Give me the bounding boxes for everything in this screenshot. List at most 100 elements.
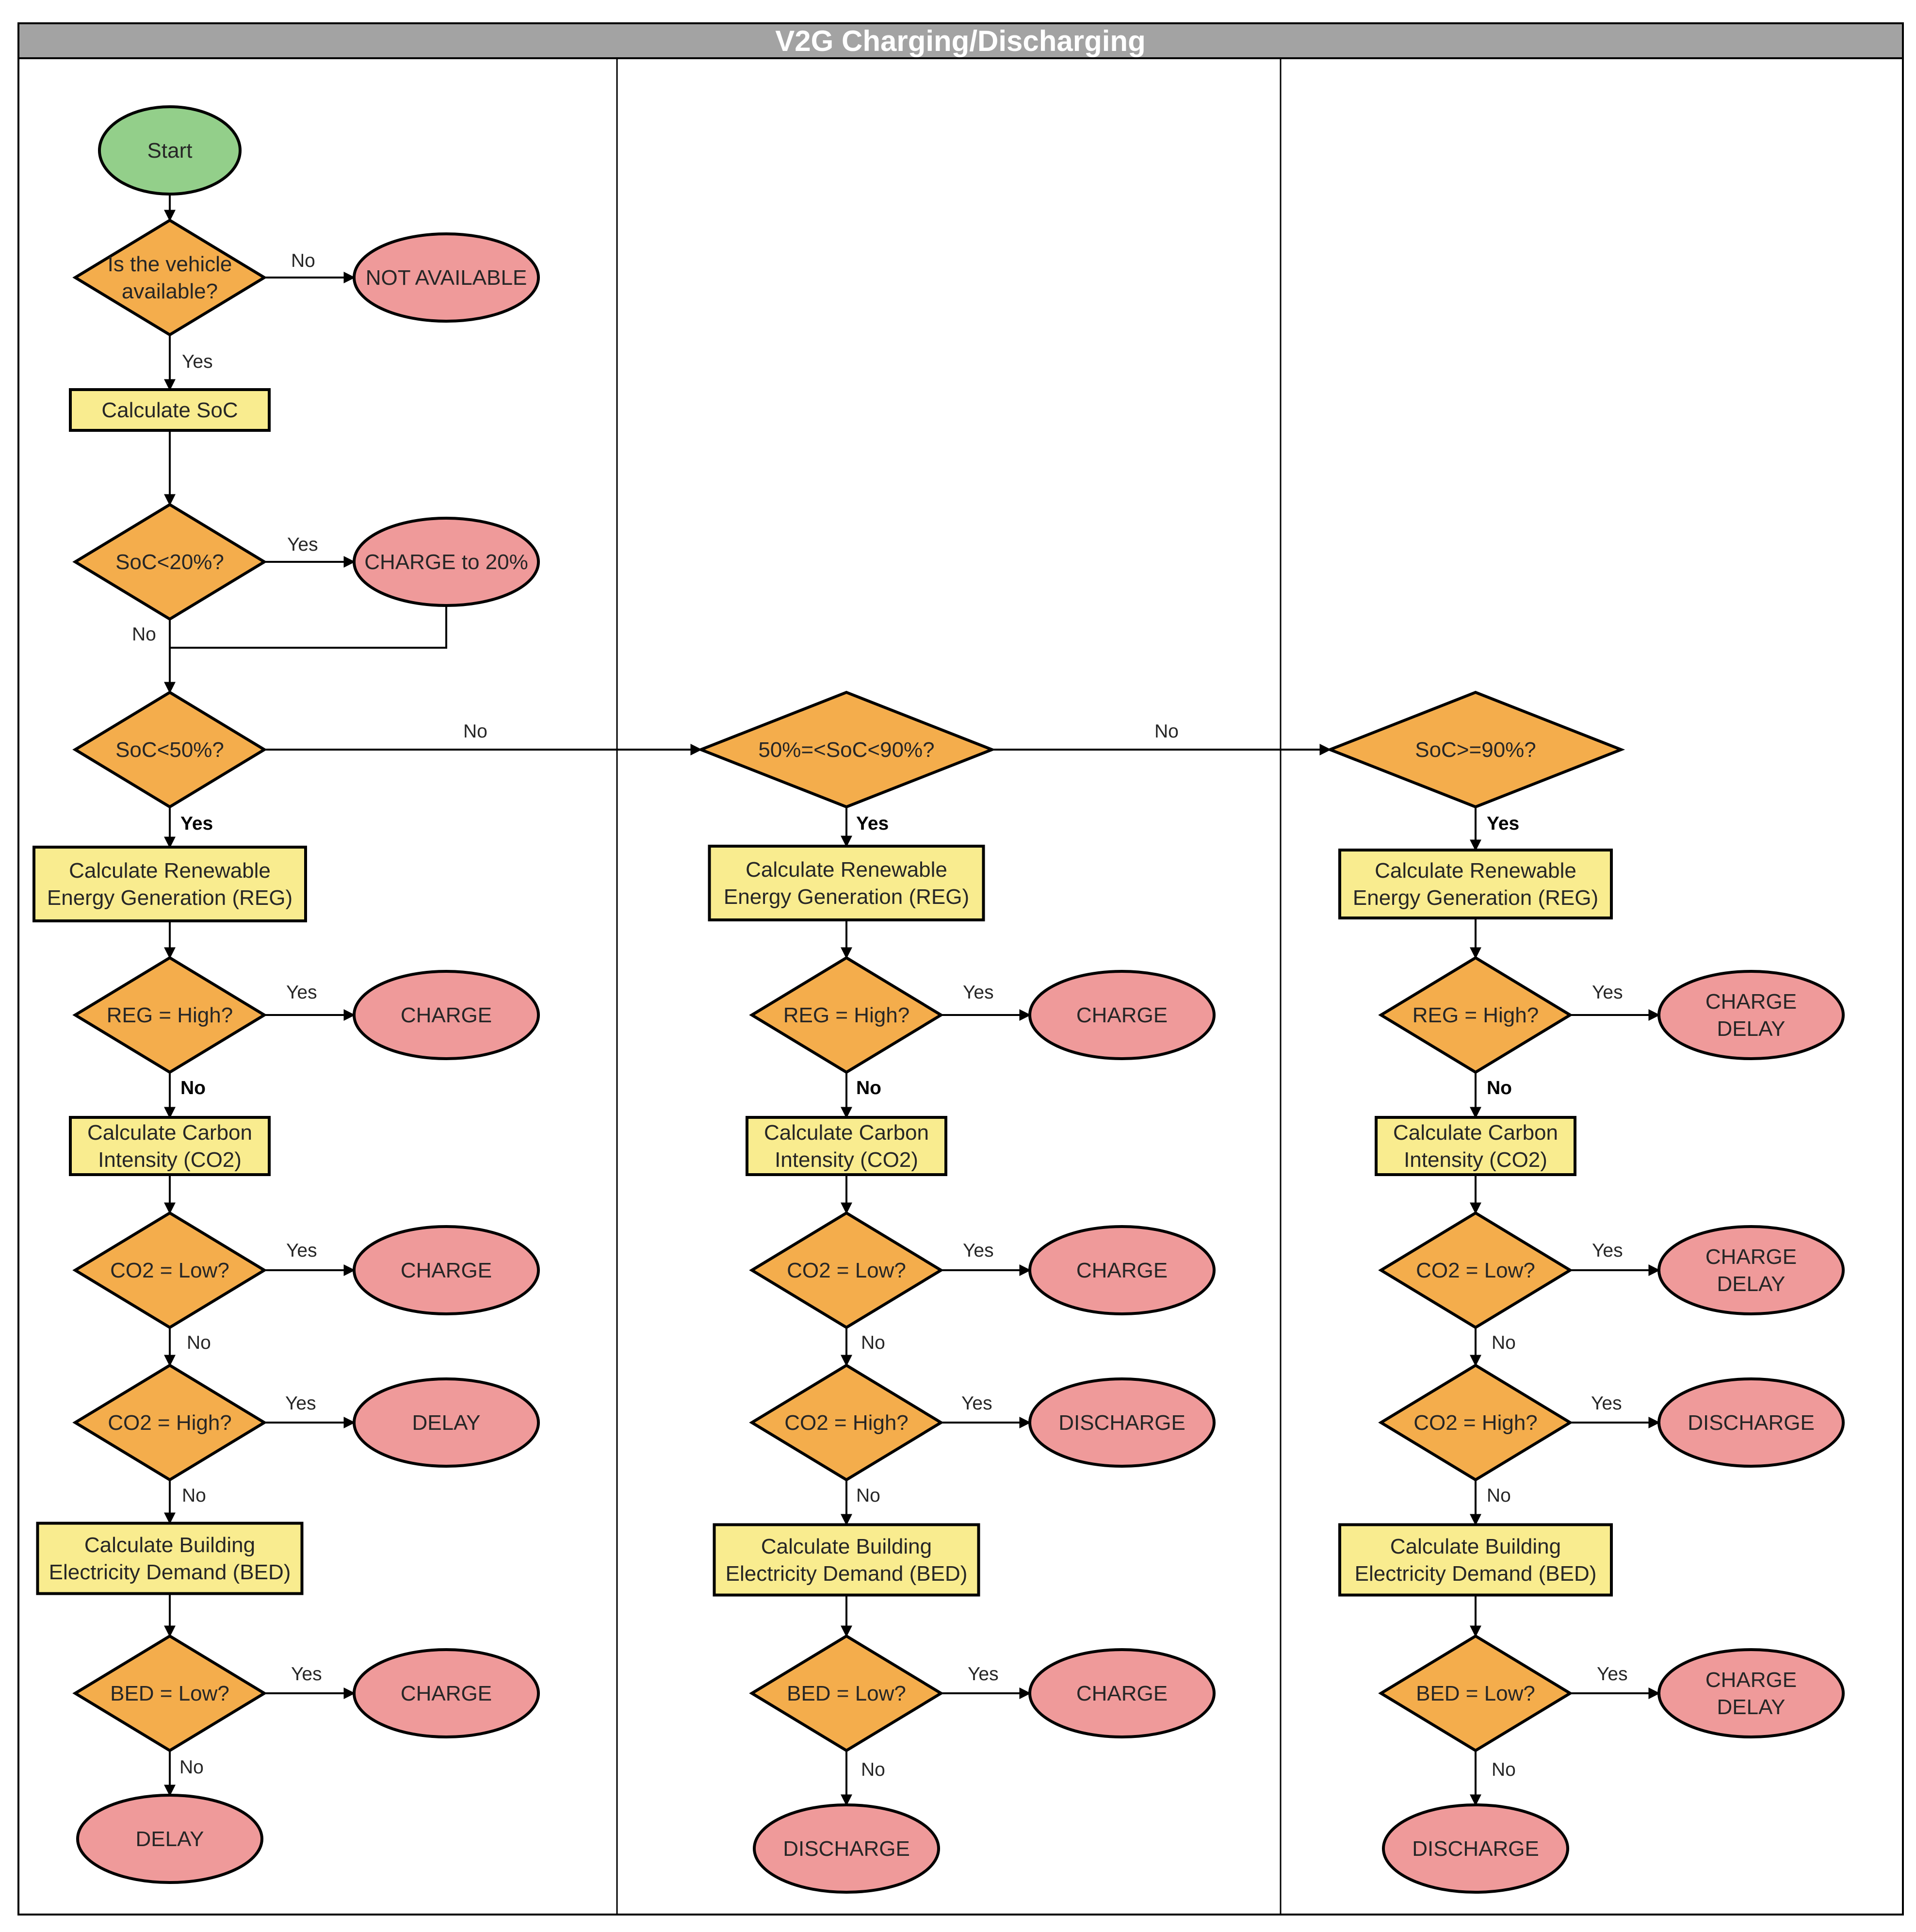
charge-to-20-terminal: CHARGE to 20%: [353, 517, 540, 607]
lane2-calc-reg-process-shape: [708, 845, 985, 921]
title-bar: [17, 22, 1904, 59]
label-available-no: No: [291, 250, 315, 271]
lane3-calc-bed-process-shape: [1338, 1523, 1613, 1597]
lane2-calc-bed-process-label-line-1: Calculate Building: [761, 1535, 932, 1558]
lane1-calc-reg-process-shape: [32, 846, 307, 922]
lane2-reg-high-decision: REG = High?: [749, 956, 944, 1074]
lane1-calc-co2-process-shape: [69, 1116, 271, 1176]
lane2-reg-charge-terminal: CHARGE: [1028, 970, 1216, 1060]
connectors: [164, 194, 1660, 1806]
label-lane2-co2low-no: No: [861, 1332, 885, 1353]
not-available-terminal-label: NOT AVAILABLE: [366, 266, 527, 290]
lane2-calc-co2-process-label-line-2: Intensity (CO2): [775, 1148, 918, 1172]
lane2-co2-low-charge-terminal: CHARGE: [1028, 1225, 1216, 1315]
lane2-final-discharge-terminal-label: DISCHARGE: [783, 1837, 910, 1861]
lane1-bed-low-decision: BED = Low?: [72, 1634, 267, 1752]
lane1-calc-co2-process-label-line-1: Calculate Carbon: [87, 1121, 252, 1145]
calculate-soc-process: Calculate SoC: [69, 388, 271, 432]
lane3-calc-reg-process-label-line-1: Calculate Renewable: [1375, 859, 1576, 883]
lane1-co2-low-decision-shape: [72, 1211, 267, 1329]
lane2-bed-low-decision-shape: [749, 1634, 944, 1752]
lane1-bed-low-charge-terminal-label: CHARGE: [401, 1682, 492, 1705]
lane3-co2-low-charge-delay-terminal-shape: [1657, 1225, 1845, 1315]
lane3-bed-low-charge-delay-terminal-label-line-2: DELAY: [1717, 1695, 1785, 1719]
lane2-calc-co2-process-label-line-1: Calculate Carbon: [764, 1121, 929, 1145]
lane1-co2-high-decision-shape: [72, 1363, 267, 1482]
diagram-frame: [17, 22, 1904, 1916]
lane2-co2-low-charge-terminal-shape: [1028, 1225, 1216, 1315]
charge-to-20-terminal-label: CHARGE to 20%: [364, 550, 528, 574]
lane1-co2-low-charge-terminal-label: CHARGE: [401, 1259, 492, 1282]
label-lane2-bed-yes: Yes: [968, 1664, 999, 1685]
label-lane2-reg-no: No: [856, 1078, 881, 1098]
label-lane1-co2low-no: No: [187, 1332, 211, 1353]
lane1-co2-low-decision-label: CO2 = Low?: [110, 1259, 229, 1282]
lane1-co2-high-delay-terminal: DELAY: [353, 1377, 540, 1468]
label-soc5090-no: No: [1154, 721, 1179, 742]
lane1-reg-charge-terminal: CHARGE: [353, 970, 540, 1060]
lane3-co2-low-decision-shape: [1378, 1211, 1573, 1329]
vehicle-available-decision-shape: [72, 218, 267, 337]
label-lane1-co2high-yes: Yes: [285, 1393, 316, 1414]
label-lane3-co2low-yes: Yes: [1592, 1240, 1623, 1261]
label-soc20-no: No: [132, 624, 156, 645]
label-lane1-co2high-no: No: [182, 1485, 206, 1506]
lane3-calc-co2-process-label-line-1: Calculate Carbon: [1393, 1121, 1558, 1145]
lane1-final-delay-terminal-shape: [76, 1794, 263, 1884]
lane1-bed-low-charge-terminal: CHARGE: [353, 1648, 540, 1738]
lane3-calc-co2-process-shape: [1375, 1116, 1576, 1176]
soc-50-to-90-decision: 50%=<SoC<90%?: [697, 690, 996, 809]
lane2-co2-low-decision: CO2 = Low?: [749, 1211, 944, 1329]
lane1-calc-bed-process-label-line-1: Calculate Building: [84, 1533, 255, 1557]
label-soc50-yes: Yes: [180, 813, 213, 834]
soc-below-50-decision: SoC<50%?: [72, 690, 267, 809]
start-node-shape: [98, 105, 242, 196]
vehicle-available-decision-label-line-1: Is the vehicle: [108, 252, 232, 276]
lane3-calc-co2-process-label-line-2: Intensity (CO2): [1404, 1148, 1547, 1172]
lane3-co2-low-charge-delay-terminal-label-line-2: DELAY: [1717, 1272, 1785, 1296]
soc-below-50-decision-shape: [72, 690, 267, 809]
lane1-co2-low-charge-terminal: CHARGE: [353, 1225, 540, 1315]
lane3-reg-high-decision-shape: [1378, 956, 1573, 1074]
soc-below-20-decision: SoC<20%?: [72, 503, 267, 621]
lane2-bed-low-decision-label: BED = Low?: [787, 1682, 906, 1705]
lane3-reg-charge-delay-terminal-label-line-2: DELAY: [1717, 1017, 1785, 1041]
vehicle-available-decision-label-line-2: available?: [122, 279, 218, 303]
lane1-calc-bed-process-label-line-2: Electricity Demand (BED): [49, 1560, 291, 1584]
lane1-final-delay-terminal: DELAY: [76, 1794, 263, 1884]
lane1-co2-low-charge-terminal-shape: [353, 1225, 540, 1315]
lane1-reg-high-decision-label: REG = High?: [107, 1003, 233, 1027]
label-lane1-reg-no: No: [180, 1078, 206, 1098]
label-lane3-bed-yes: Yes: [1597, 1664, 1628, 1685]
charge-to-20-terminal-shape: [353, 517, 540, 607]
lane2-reg-charge-terminal-shape: [1028, 970, 1216, 1060]
lane2-co2-high-discharge-terminal-label: DISCHARGE: [1058, 1411, 1185, 1435]
connector-7: [170, 606, 447, 649]
lane2-co2-low-decision-shape: [749, 1211, 944, 1329]
label-lane3-reg-yes: Yes: [1592, 982, 1623, 1003]
calculate-soc-process-shape: [69, 388, 271, 432]
lane3-calc-bed-process-label-line-2: Electricity Demand (BED): [1355, 1562, 1597, 1586]
label-lane1-co2low-yes: Yes: [286, 1240, 317, 1261]
soc-50-to-90-decision-label: 50%=<SoC<90%?: [758, 738, 934, 762]
label-lane2-co2low-yes: Yes: [963, 1240, 994, 1261]
label-lane2-bed-no: No: [861, 1759, 885, 1780]
lane1-co2-high-delay-terminal-shape: [353, 1377, 540, 1468]
label-soc20-yes: Yes: [287, 534, 318, 555]
lane2-bed-low-charge-terminal-shape: [1028, 1648, 1216, 1738]
diagram-title: V2G Charging/Discharging: [775, 25, 1145, 57]
label-lane2-co2high-yes: Yes: [961, 1393, 992, 1414]
lane1-calc-reg-process-label-line-1: Calculate Renewable: [69, 859, 271, 883]
lane2-bed-low-charge-terminal: CHARGE: [1028, 1648, 1216, 1738]
lane2-final-discharge-terminal: DISCHARGE: [753, 1803, 940, 1894]
lane3-final-discharge-terminal-label: DISCHARGE: [1412, 1837, 1539, 1861]
soc-above-90-decision: SoC>=90%?: [1326, 690, 1625, 809]
lane2-co2-high-decision-shape: [749, 1363, 944, 1482]
lane2-reg-high-decision-label: REG = High?: [783, 1003, 909, 1027]
